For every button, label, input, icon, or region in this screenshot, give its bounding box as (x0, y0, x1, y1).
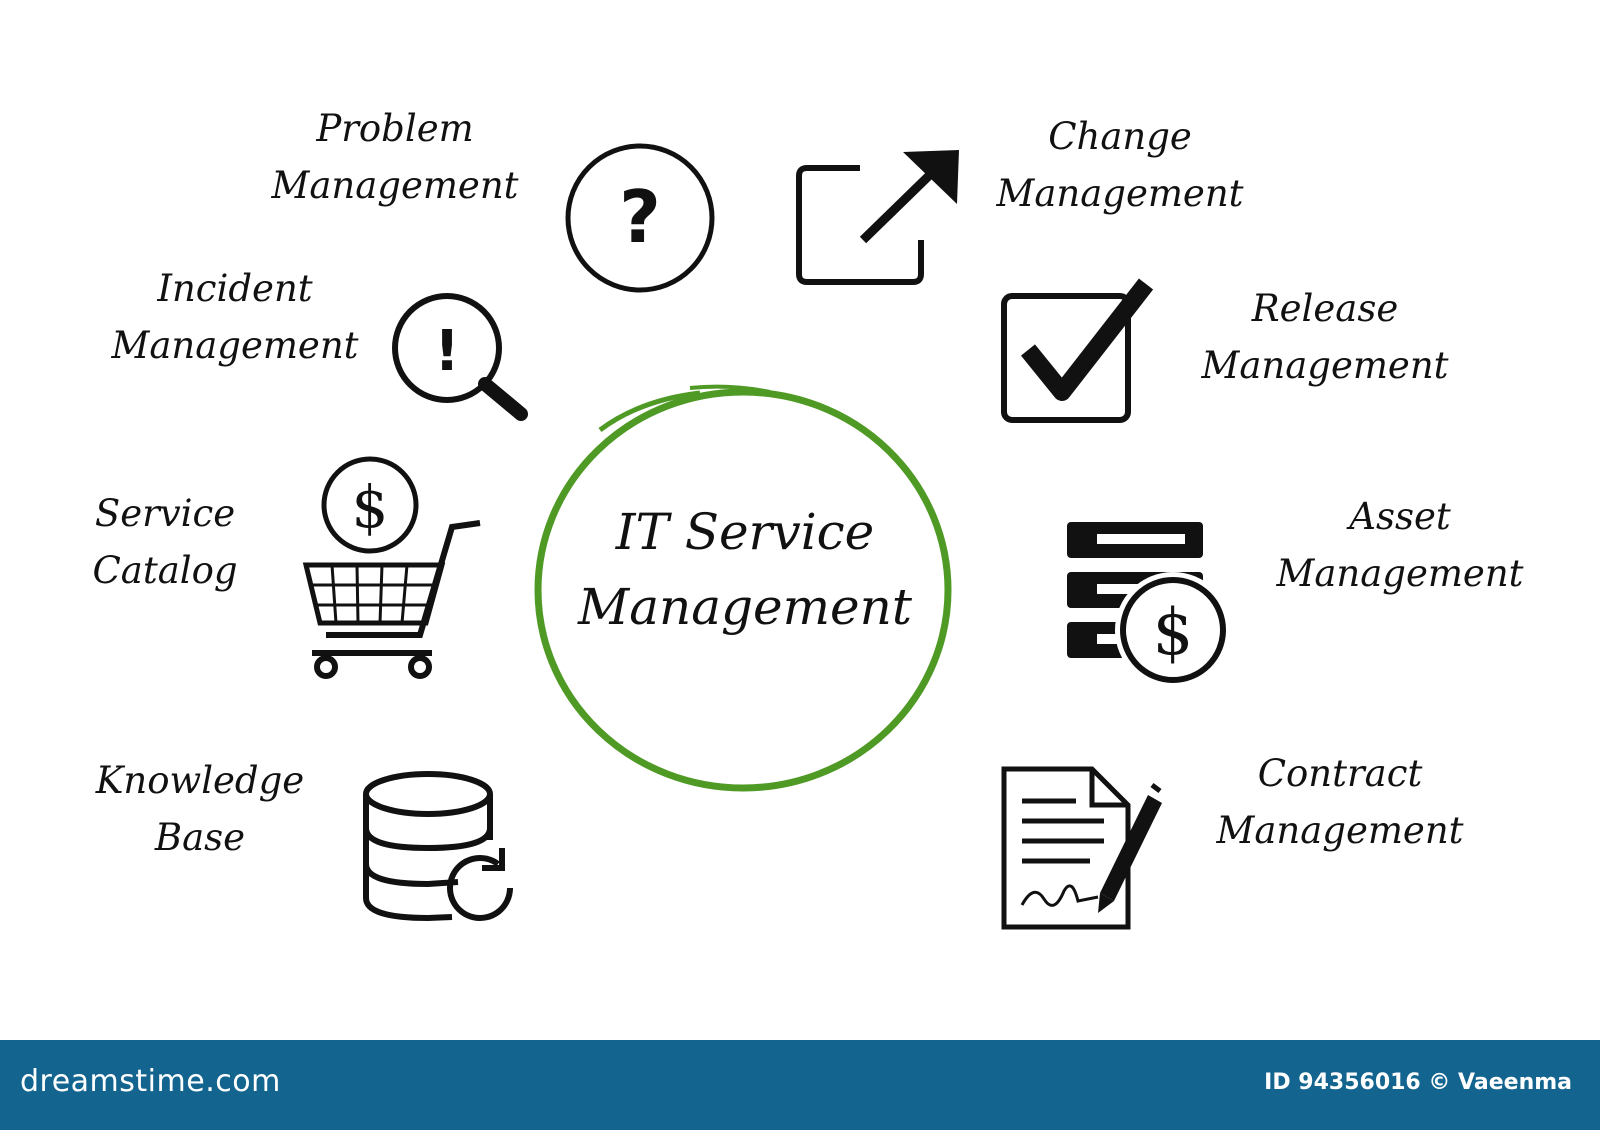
footer-brand[interactable]: dreamstime.com (20, 1064, 281, 1099)
label-problem-management: Problem Management (271, 107, 519, 208)
label-service-catalog: Service Catalog (92, 492, 238, 593)
label-asset-management: Asset Management (1276, 495, 1524, 596)
magnifier-exclamation-icon: ! (392, 293, 528, 421)
label-incident-management: Incident Management (111, 267, 359, 368)
center-title: IT Service Management (540, 495, 950, 645)
label-change-management: Change Management (996, 115, 1244, 216)
svg-text:$: $ (352, 473, 389, 541)
center-title-line1: IT Service (615, 503, 875, 561)
checkbox-icon (1001, 278, 1154, 423)
label-knowledge-base: Knowledge Base (95, 759, 305, 860)
svg-text:?: ? (619, 175, 661, 259)
server-dollar-icon: $ (1067, 522, 1231, 688)
center-title-line2: Management (578, 578, 912, 636)
question-circle-icon: ? (565, 143, 715, 293)
database-refresh-icon (363, 771, 513, 922)
label-release-management: Release Management (1201, 287, 1449, 388)
footer-bar: dreamstime.com ID 94356016 © Vaeenma (0, 1040, 1600, 1130)
svg-text:!: ! (434, 319, 460, 384)
footer-credit: ID 94356016 © Vaeenma (1264, 1070, 1572, 1095)
svg-text:$: $ (1153, 596, 1194, 670)
label-contract-management: Contract Management (1216, 752, 1464, 853)
center-ring (534, 384, 952, 792)
shopping-cart-dollar-icon: $ (302, 456, 481, 679)
external-arrow-icon (796, 150, 959, 285)
contract-pen-icon (1001, 766, 1162, 930)
